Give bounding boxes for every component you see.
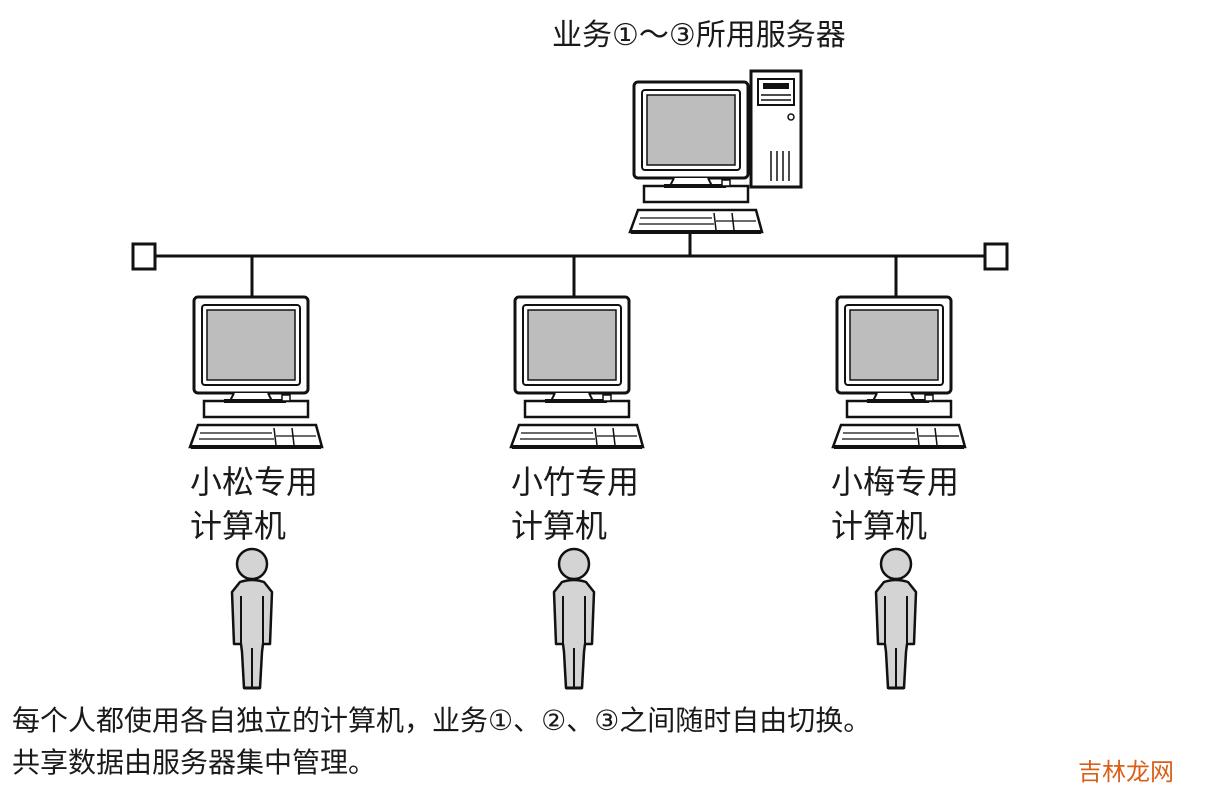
workstation-1-label-line2: 计算机	[190, 507, 287, 545]
workstation-2-label: 小竹专用 计算机	[511, 460, 639, 548]
person-3-icon	[874, 547, 918, 690]
workstation-1-label: 小松专用 计算机	[190, 460, 318, 548]
bus-terminator-right	[983, 242, 1009, 271]
workstation-2-label-line2: 计算机	[511, 507, 608, 545]
person-1-icon	[230, 547, 274, 690]
workstation-2-icon	[509, 295, 645, 449]
workstation-1-label-line1: 小松专用	[190, 463, 319, 501]
workstation-2-label-line1: 小竹专用	[511, 463, 640, 501]
watermark: 吉林龙网	[1078, 758, 1174, 786]
caption-line-1: 每个人都使用各自独立的计算机，业务①、②、③之间随时自由切换。	[12, 704, 872, 737]
workstation-1-icon	[188, 295, 324, 449]
caption-line-2: 共享数据由服务器集中管理。	[12, 746, 377, 779]
server-label: 业务①～③所用服务器	[552, 18, 846, 53]
workstation-3-label-line1: 小梅专用	[831, 463, 960, 501]
person-2-icon	[552, 547, 596, 690]
workstation-3-icon	[831, 295, 967, 449]
server-computer-icon	[628, 69, 803, 234]
workstation-3-label-line2: 计算机	[831, 507, 928, 545]
workstation-3-label: 小梅专用 计算机	[831, 460, 959, 548]
bus-terminator-left	[131, 242, 157, 271]
